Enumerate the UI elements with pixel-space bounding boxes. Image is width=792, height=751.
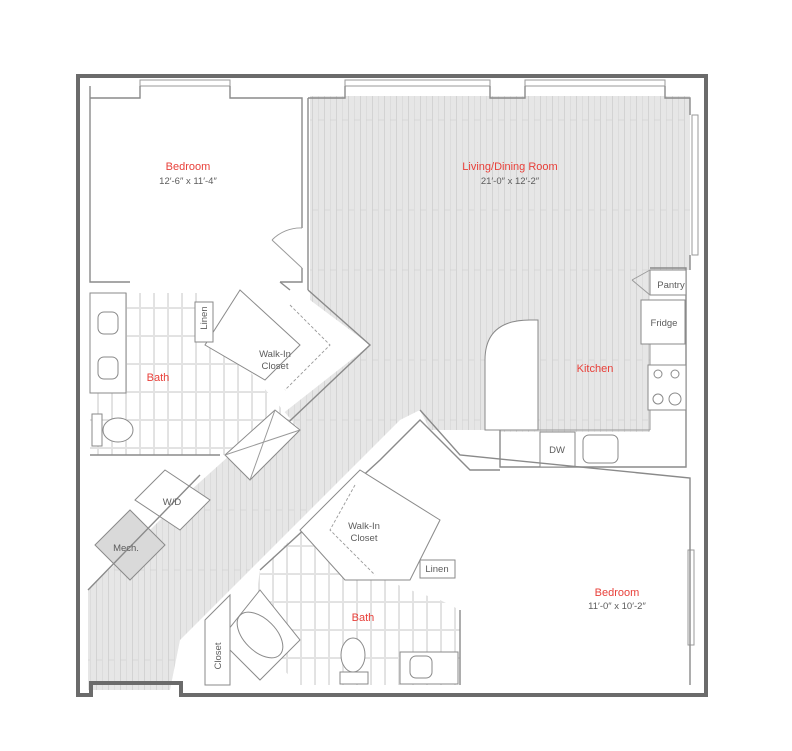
walk-in-closet-1 — [204, 289, 301, 381]
mechanical-room — [94, 509, 166, 581]
kitchen-sink — [582, 434, 619, 464]
walk-in-closet-2-label-line1: Walk-In — [348, 521, 380, 532]
wood-floor-areas — [88, 96, 690, 690]
toilet-1 — [102, 417, 134, 443]
linen-1 — [194, 301, 214, 343]
pantry-label: Pantry — [657, 280, 685, 291]
walk-in-closet-1-label-line2: Closet — [262, 361, 289, 372]
walk-in-closet-2-label-line2: Closet — [351, 533, 378, 544]
linen-2-label: Linen — [425, 564, 448, 575]
fridge-box — [640, 299, 686, 345]
bath-1-label: Bath — [147, 372, 170, 384]
fridge-label: Fridge — [651, 318, 678, 329]
bedroom-2-label: Bedroom — [595, 587, 640, 599]
closet-small — [204, 593, 231, 686]
bath-1-fixtures — [89, 292, 220, 456]
walk-in-closet-2 — [299, 469, 441, 581]
bedroom-1-label: Bedroom — [166, 161, 211, 173]
bedroom-1-dims: 12′-6″ x 11′-4″ — [159, 176, 217, 187]
dishwasher-label: DW — [549, 445, 565, 456]
living-room-dims: 21′-0″ x 12′-2″ — [481, 176, 540, 187]
stove — [647, 364, 687, 411]
closet-label: Closet — [213, 642, 224, 669]
linen-1-label: Linen — [199, 306, 210, 329]
walk-in-closet-1-label-line1: Walk-In — [259, 349, 291, 360]
tile-floor-areas — [90, 293, 460, 685]
washer-dryer — [134, 469, 211, 531]
diagonal-walls — [87, 281, 691, 686]
kitchen-area — [484, 267, 687, 468]
exterior-wall — [76, 74, 708, 697]
washer-dryer-label: W/D — [163, 497, 182, 508]
dishwasher — [539, 431, 576, 468]
bath-2-label: Bath — [352, 612, 375, 624]
bedroom-1-walls — [89, 86, 309, 290]
kitchen-label: Kitchen — [577, 363, 614, 375]
windows — [139, 79, 699, 646]
linen-2 — [419, 559, 456, 579]
toilet-2 — [340, 637, 366, 673]
labels: Bedroom 12′-6″ x 11′-4″ Living/Dining Ro… — [113, 161, 685, 669]
living-room-label: Living/Dining Room — [462, 161, 557, 173]
bedroom-2-dims: 11′-0″ x 10′-2″ — [588, 601, 646, 612]
living-walls — [308, 86, 691, 270]
mech-label: Mech. — [113, 543, 139, 554]
